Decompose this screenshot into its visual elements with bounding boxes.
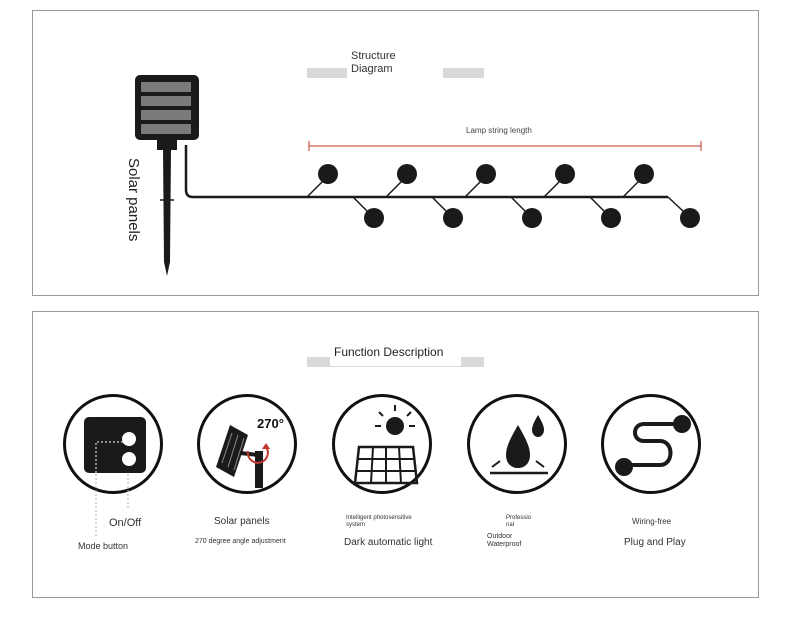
mode-button-icon [84, 417, 146, 477]
professional-label: Professio nal [506, 515, 532, 528]
water-drop-icon [490, 415, 548, 475]
angle-adjustment-label: 270 degree angle adjustment [195, 538, 286, 545]
photosensitive-circle [332, 394, 432, 494]
sun-solar-panel-icon [353, 405, 419, 485]
title-decor-left [307, 68, 347, 78]
bulb [397, 164, 417, 184]
function-title: Function Description [334, 345, 444, 359]
bulb [364, 208, 384, 228]
bulb [522, 208, 542, 228]
lamp-length-dimension [308, 141, 702, 151]
solar-panels-feature-label: Solar panels [214, 516, 270, 527]
bulb [634, 164, 654, 184]
plug-and-play-label: Plug and Play [624, 537, 686, 548]
bulb [476, 164, 496, 184]
function-title-underline [330, 366, 461, 367]
bulb [601, 208, 621, 228]
waterproof-circle [467, 394, 567, 494]
adjustable-solar-panel-icon [216, 425, 270, 488]
function-title-decor-right [461, 357, 484, 367]
lamp-string-length-label: Lamp string length [466, 126, 532, 135]
wire-plug-icon [615, 415, 691, 476]
solar-adjust-circle [197, 394, 297, 494]
top-bulbs [306, 181, 639, 198]
structure-diagram-panel [32, 10, 759, 296]
bottom-bulbs [352, 196, 685, 213]
wiring-free-circle [601, 394, 701, 494]
structure-title: Structure Diagram [351, 50, 396, 75]
ground-stake-icon [160, 148, 174, 276]
structure-diagram [135, 75, 702, 276]
angle-badge: 270° [257, 416, 284, 431]
photosensitive-system-label: Intelligent photosensitive system [346, 515, 412, 528]
solar-panel-icon [135, 75, 199, 150]
bulb [680, 208, 700, 228]
bulb [555, 164, 575, 184]
dark-automatic-light-label: Dark automatic light [344, 537, 433, 548]
wiring-free-label: Wiring-free [632, 517, 672, 526]
mode-button-circle [63, 394, 163, 494]
on-off-label: On/Off [109, 517, 142, 529]
main-wire [184, 145, 668, 199]
title-decor-right [443, 68, 484, 78]
outdoor-waterproof-label: Outdoor Waterproof [487, 533, 522, 549]
function-title-decor-left [307, 357, 330, 367]
bulb [443, 208, 463, 228]
bulb [318, 164, 338, 184]
mode-button-label: Mode button [78, 541, 129, 551]
